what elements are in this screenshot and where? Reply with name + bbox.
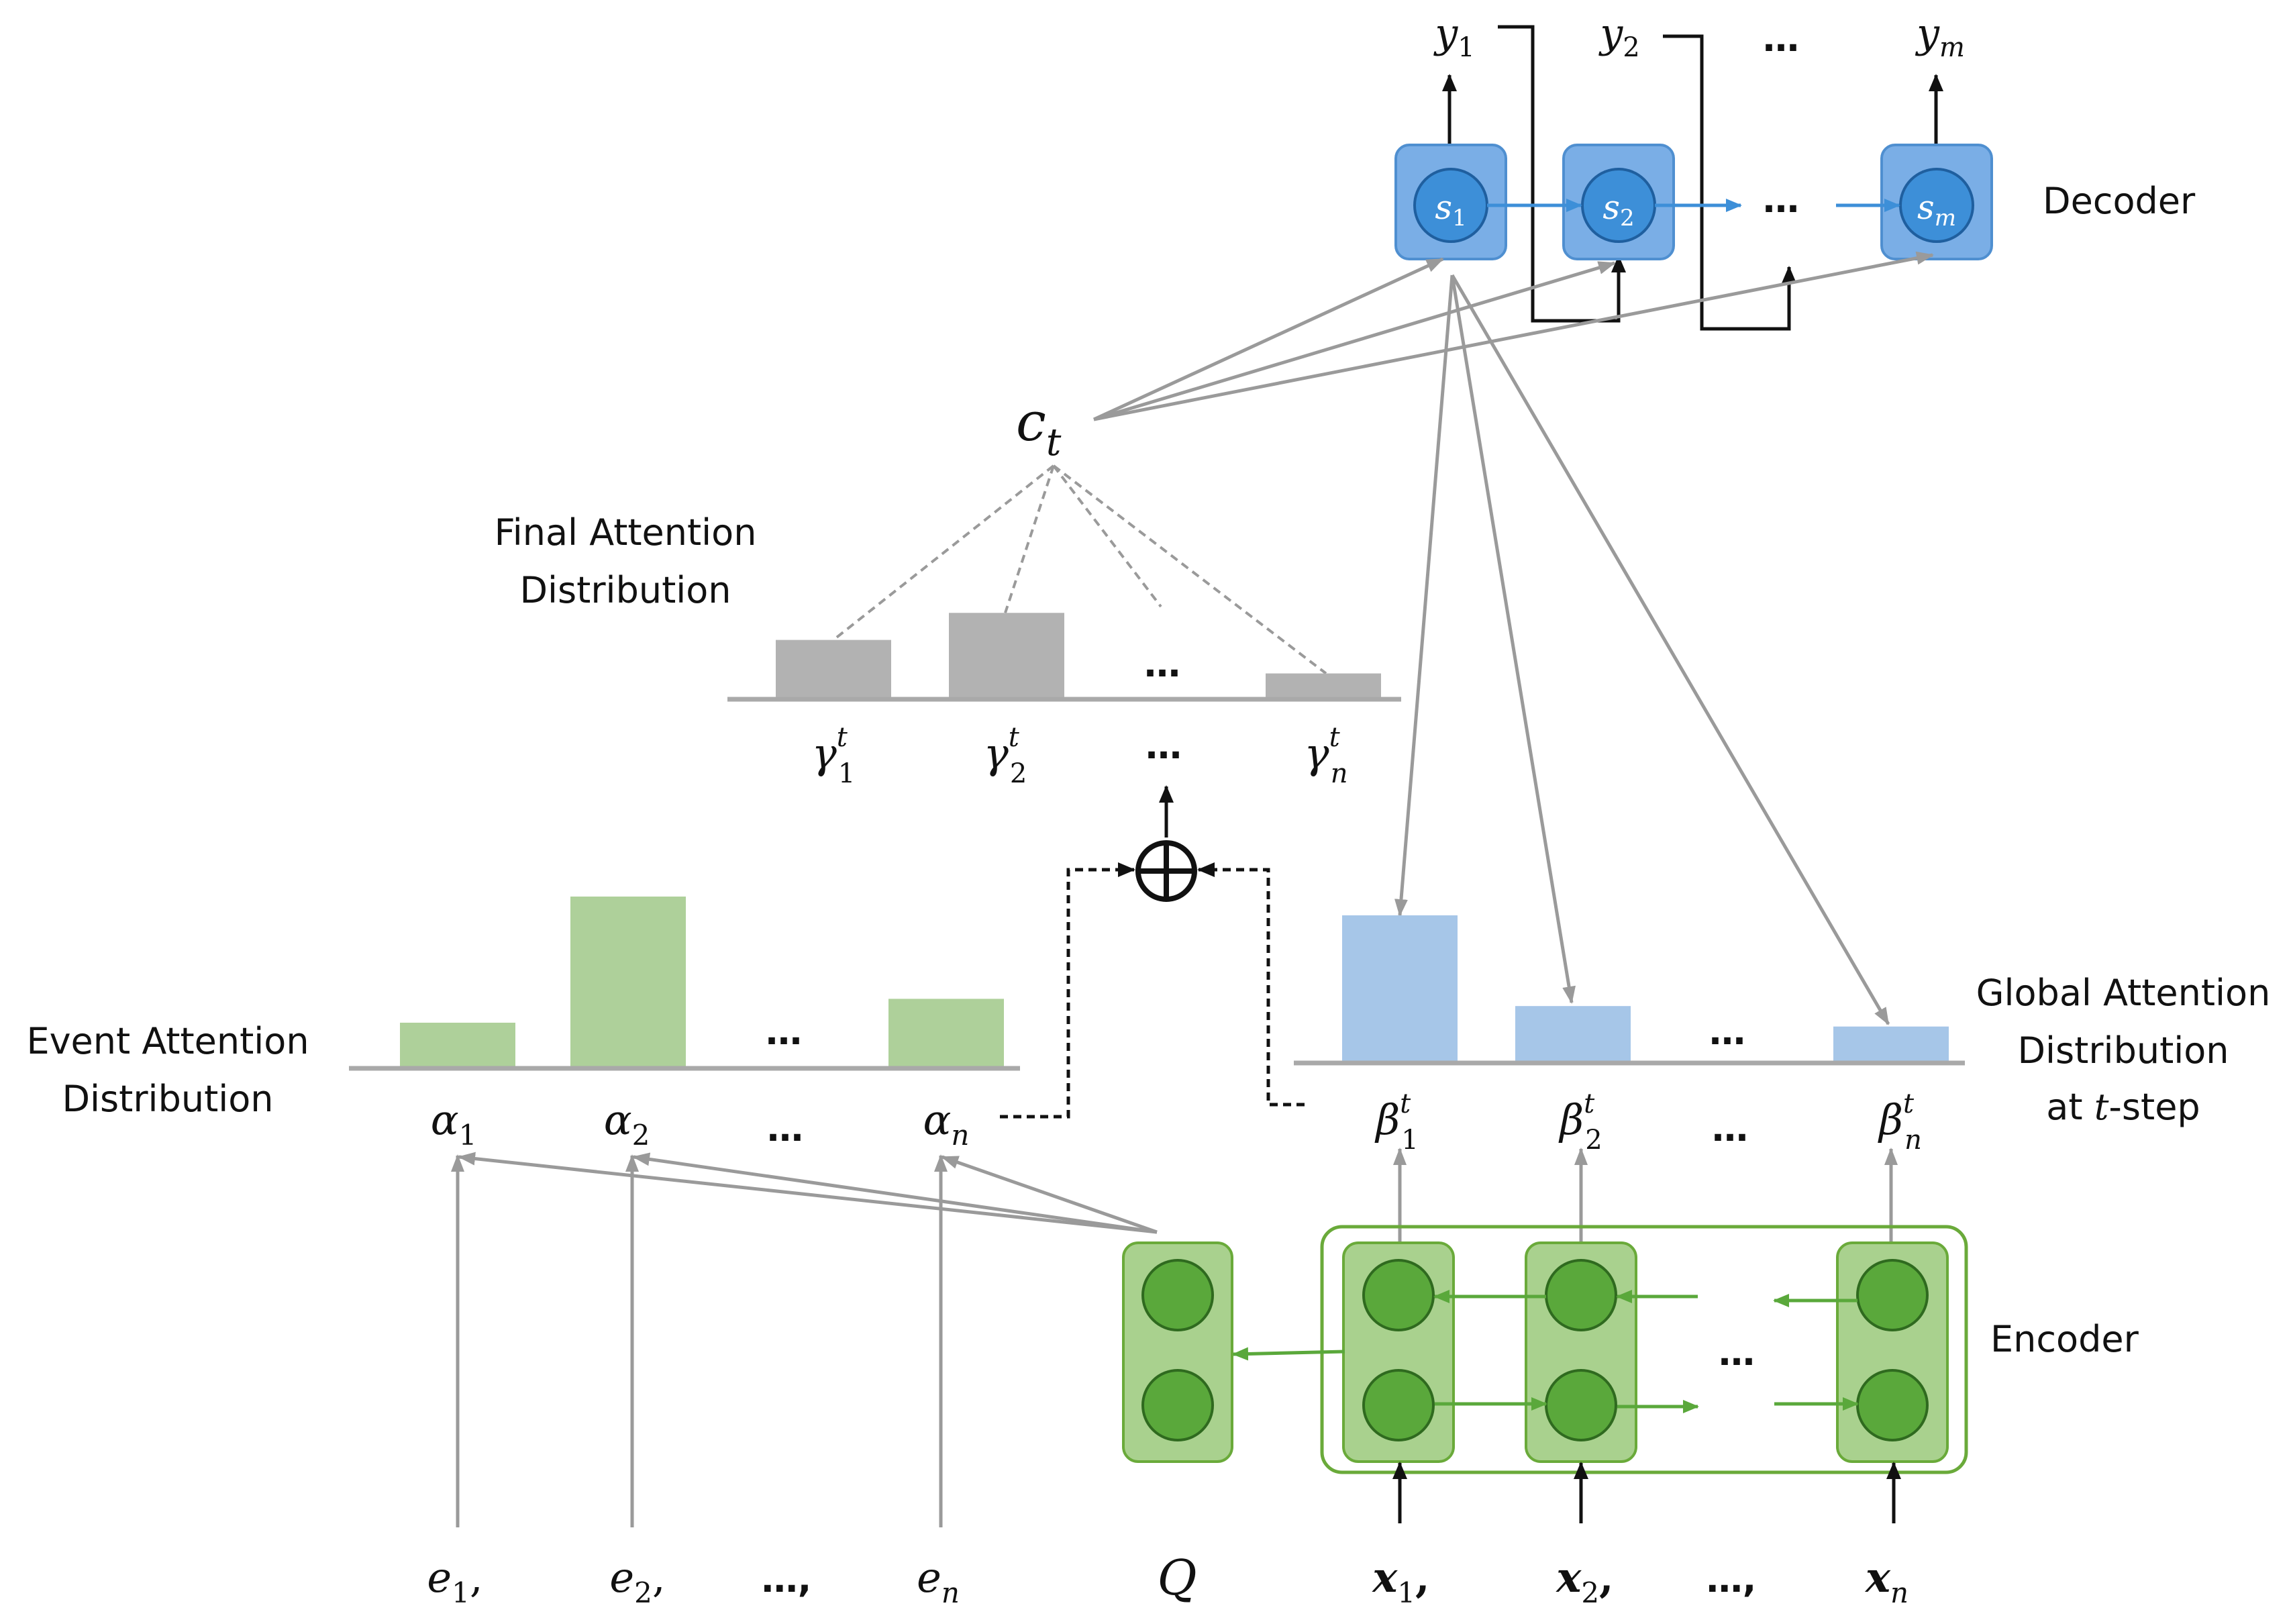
encoder-node-2-bottom — [1545, 1369, 1617, 1441]
global-attention-bars — [1342, 915, 1949, 1062]
encoder-node-2-top — [1545, 1259, 1617, 1331]
event-attention-label-line1: Event Attention — [26, 1020, 309, 1062]
global-attention-bar-ellipsis: … — [1709, 1011, 1745, 1053]
final-attention-bar-1 — [776, 640, 891, 698]
encoder-node-n-bottom — [1856, 1369, 1929, 1441]
final-attention-dashes — [832, 464, 1327, 675]
decoder-output-m: ym — [1915, 10, 1965, 63]
alpha-n-label: αn — [923, 1095, 970, 1152]
event-to-combine-arrow — [1000, 862, 1135, 1119]
beta-ellipsis: … — [1712, 1107, 1748, 1150]
event-attention-bar-ellipsis: … — [766, 1011, 802, 1053]
final-attention-label-line2: Distribution — [519, 569, 731, 611]
gamma-ellipsis: … — [1146, 725, 1182, 767]
decoder-output-2: y2 — [1598, 10, 1639, 63]
event-attention-bar-2 — [570, 897, 686, 1067]
decoder-output-ellipsis: … — [1763, 17, 1799, 60]
xn-label: xn — [1864, 1553, 1908, 1609]
event-attention-bar-3 — [888, 999, 1004, 1067]
encoder: … Encoder — [1122, 1148, 2139, 1523]
event-attention-label-line2: Distribution — [62, 1078, 273, 1120]
query-label: Q — [1157, 1550, 1197, 1606]
decoder-state-2-label: s2 — [1602, 188, 1634, 232]
encoder-frame — [1320, 1225, 1968, 1474]
alpha-ellipsis: … — [767, 1107, 803, 1150]
decoder-state-ellipsis: … — [1763, 179, 1799, 221]
e2-label: e2, — [609, 1553, 665, 1609]
decoder-output-1: y1 — [1433, 10, 1474, 63]
s1-to-beta2-arrow — [1450, 274, 1576, 1004]
decoder-state-m-label: sm — [1917, 188, 1956, 232]
global-attention-bar-2 — [1515, 1006, 1631, 1062]
events-ellipsis: …, — [762, 1558, 812, 1601]
encoder-node-1-bottom — [1362, 1369, 1435, 1441]
global-attention: Global Attention Distribution at t-step … — [1294, 915, 2270, 1156]
final-attention-bar-ellipsis: … — [1144, 643, 1180, 685]
words-ellipsis: …, — [1707, 1558, 1757, 1601]
s1-to-beta1-arrow — [1394, 274, 1454, 917]
final-dash-2 — [1004, 465, 1055, 613]
decoder-to-global-arrows — [1394, 274, 1890, 1025]
q-to-alpha1-arrow — [458, 1152, 1158, 1234]
feedback-arrow-y2-sm — [1663, 34, 1796, 331]
q-to-alpha2-arrow — [632, 1152, 1158, 1234]
s1-to-betan-arrow — [1450, 274, 1890, 1025]
x2-label: x2, — [1555, 1553, 1613, 1609]
en-label: en — [917, 1553, 960, 1609]
final-dash-ellipsis — [1052, 464, 1162, 608]
q-to-alphan-arrow — [941, 1155, 1158, 1234]
e1-label: e1, — [427, 1553, 482, 1609]
final-attention-bar-3 — [1266, 673, 1381, 698]
event-input-arrows — [451, 1152, 1158, 1527]
global-to-combine-arrow — [1197, 862, 1305, 1107]
encoder-label: Encoder — [1990, 1318, 2139, 1360]
context-arrow-s2 — [1093, 261, 1616, 421]
final-attention-label-line1: Final Attention — [495, 511, 757, 554]
alpha-2-label: α2 — [604, 1095, 650, 1152]
decoder-state-1-label: s1 — [1435, 188, 1466, 232]
input-labels: e1, e2, …, en Q x1, x2, …, xn — [427, 1550, 1908, 1609]
global-attention-label-line1: Global Attention — [1976, 972, 2271, 1014]
event-attention: Event Attention Distribution … α1 α2 αn … — [26, 897, 1020, 1152]
decoder-label: Decoder — [2043, 180, 2196, 222]
alpha-1-label: α1 — [431, 1095, 477, 1152]
event-attention-bar-1 — [400, 1022, 515, 1067]
final-dash-1 — [832, 464, 1055, 642]
decoder: s1 s2 sm … y1 y2 ym … Decoder — [1394, 10, 2196, 331]
final-dash-3 — [1052, 464, 1327, 675]
encoder-node-n-top — [1856, 1259, 1929, 1331]
event-attention-bars — [400, 897, 1004, 1067]
query-node-top — [1141, 1259, 1214, 1331]
encoder-node-1-top — [1362, 1259, 1435, 1331]
combine-operator — [1000, 785, 1305, 1119]
feedback-arrow-y1-s2 — [1498, 25, 1626, 323]
context-label: ct — [1016, 391, 1062, 464]
final-attention-bars — [776, 613, 1381, 698]
global-attention-bar-3 — [1833, 1026, 1949, 1062]
context-arrow-s1 — [1092, 257, 1444, 421]
global-attention-bar-1 — [1342, 915, 1458, 1062]
context-vector: ct — [1016, 251, 1934, 464]
final-attention-bar-2 — [949, 613, 1064, 698]
decoder-node-m — [1899, 168, 1974, 243]
global-attention-label-line3: at t-step — [2046, 1086, 2200, 1128]
context-arrow-sm — [1093, 251, 1934, 421]
global-attention-label-line2: Distribution — [2017, 1029, 2229, 1072]
encoder-to-query-arrow — [1232, 1347, 1345, 1361]
x1-label: x1, — [1371, 1553, 1429, 1609]
query-node-bottom — [1141, 1369, 1214, 1441]
encoder-ellipsis: … — [1719, 1331, 1755, 1374]
